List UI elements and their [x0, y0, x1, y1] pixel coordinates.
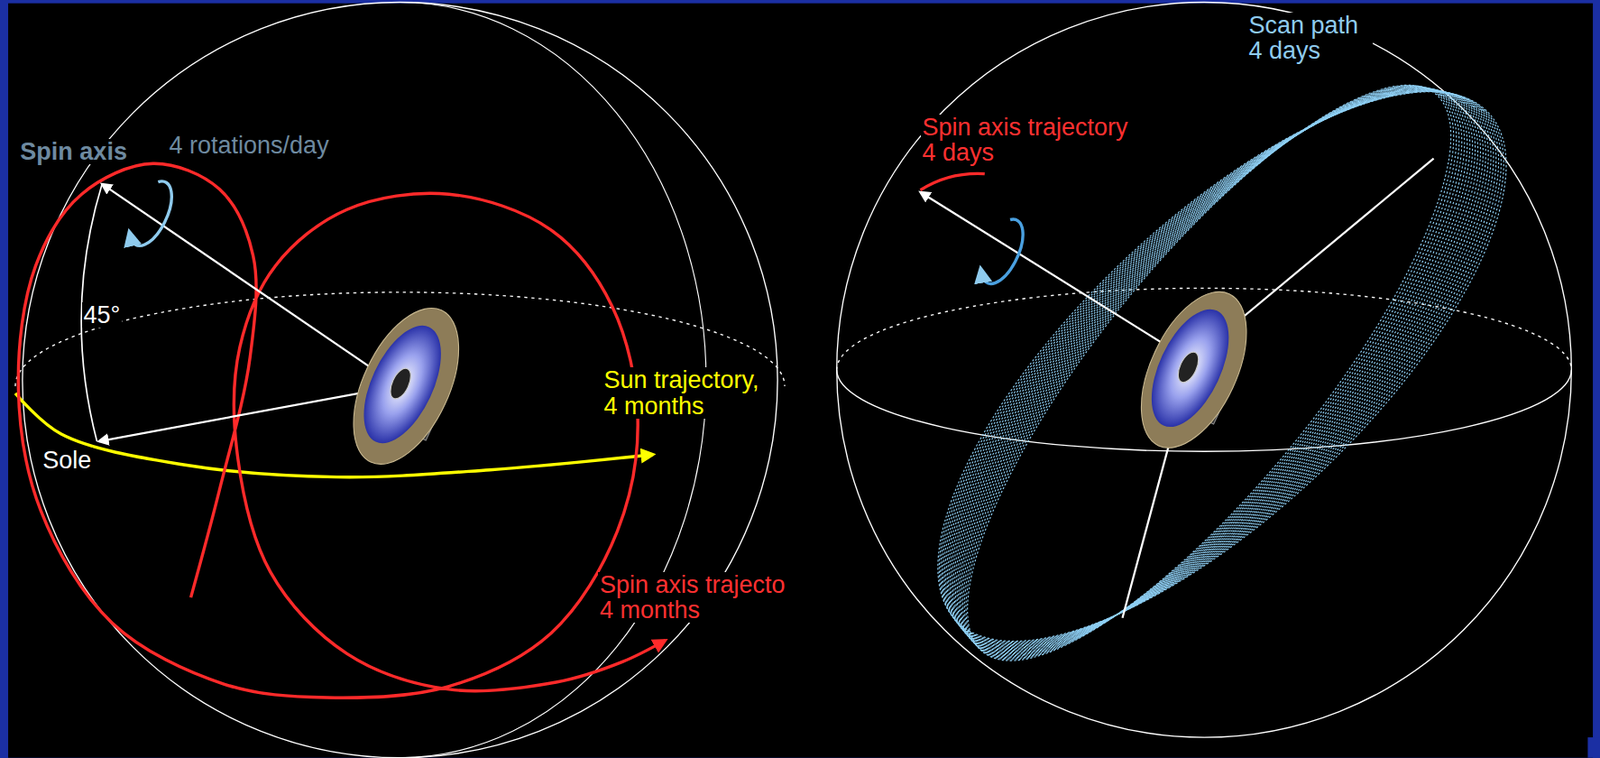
- spin-axis-trajectory: [920, 173, 985, 190]
- scan-circle: [884, 19, 1542, 723]
- rotation-arrow: [130, 181, 172, 246]
- scan-circle: [861, 9, 1579, 725]
- spin-axis-arrow: [101, 183, 398, 387]
- corner-mark: [1587, 736, 1600, 758]
- spacecraft: [331, 292, 481, 480]
- scan-circle: [857, 9, 1585, 726]
- scan-circle: [874, 15, 1558, 724]
- sky-sphere: [836, 2, 1573, 738]
- scan-circle: [882, 18, 1545, 723]
- sun-direction-arrow: [99, 386, 398, 442]
- scan-path-band: [855, 8, 1588, 726]
- scan-circle: [889, 20, 1536, 722]
- scan-circle: [895, 23, 1525, 722]
- scan-circle: [868, 13, 1567, 725]
- scan-circle: [866, 12, 1570, 725]
- scan-circle: [873, 14, 1561, 724]
- scan-circle: [897, 24, 1521, 722]
- spacecraft: [1119, 275, 1269, 464]
- scan-circle: [892, 22, 1528, 722]
- scan-circle: [870, 13, 1564, 724]
- trajectory-label: Spin axis trajecto 4 months: [597, 571, 797, 624]
- scan-circle: [876, 16, 1555, 723]
- sun-label: Sole: [40, 447, 93, 473]
- sky-sphere: [22, 2, 778, 758]
- black-ground: [8, 3, 1593, 758]
- scan-circle: [886, 19, 1538, 722]
- sun-trajectory: [15, 393, 653, 478]
- trajectory-label: Spin axis trajectory 4 days: [920, 114, 1141, 166]
- scan-label: Scan path 4 days: [1247, 12, 1373, 65]
- spin-axis-arrow: [920, 192, 1190, 360]
- angle-label: 45°: [82, 302, 123, 328]
- scan-circle: [891, 21, 1532, 722]
- scan-circle: [859, 9, 1582, 725]
- spin-axis-trajectory: [18, 163, 665, 698]
- scan-circle: [864, 11, 1573, 725]
- axis-label: Spin axis: [18, 138, 129, 165]
- scan-circle: [880, 18, 1547, 723]
- rate-label: 4 rotations/day: [167, 132, 332, 158]
- scan-circle: [878, 17, 1551, 723]
- scan-circle: [855, 8, 1588, 726]
- scan-circle: [863, 10, 1576, 725]
- trajectory-label: Sun trajectory, 4 months: [602, 367, 774, 419]
- rotation-arrow: [981, 219, 1023, 284]
